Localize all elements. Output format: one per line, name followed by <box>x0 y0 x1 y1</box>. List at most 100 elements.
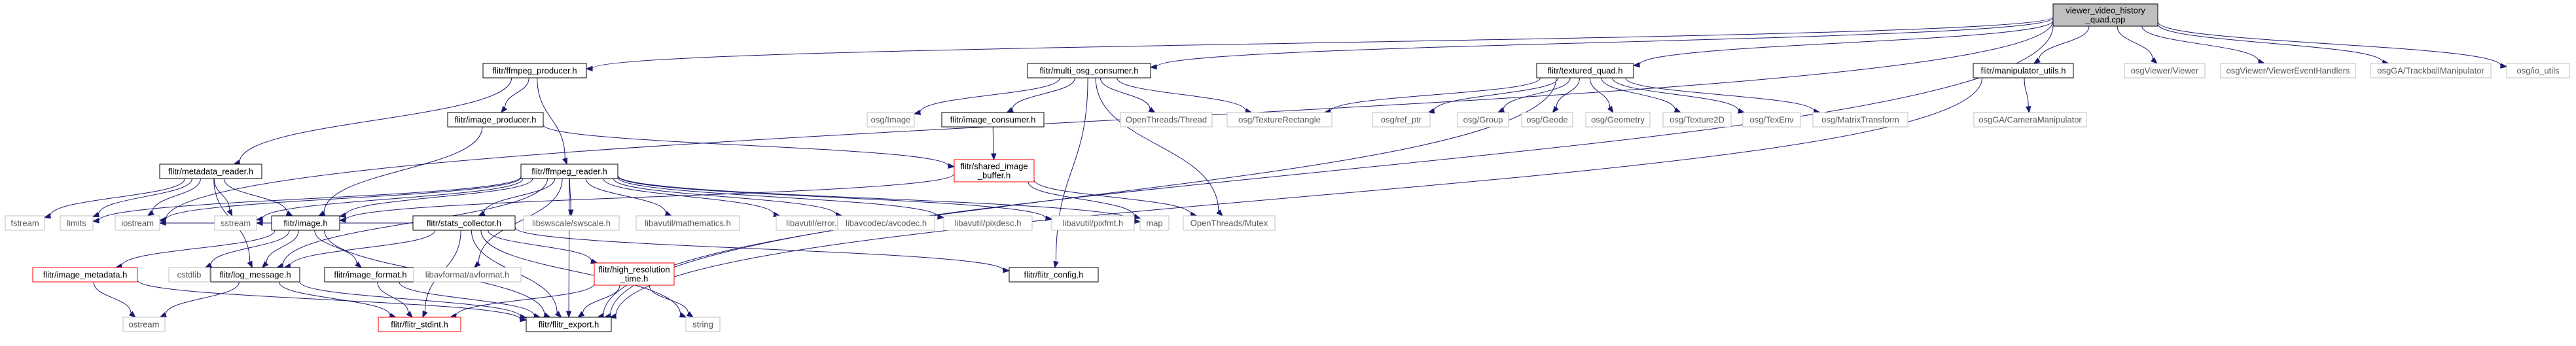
node-box <box>1027 63 1151 78</box>
node-root[interactable]: viewer_video_history_quad.cpp <box>2052 3 2158 27</box>
node-label: osg/Group <box>1463 115 1503 125</box>
edge-log_message-to-flitr_export <box>299 281 528 320</box>
node-box <box>2220 63 2356 78</box>
edge-stats_collector-to-high_resolution_time <box>488 230 598 264</box>
node-flitr-config[interactable]: flitr/flitr_config.h <box>1009 267 1099 283</box>
node-multi-osg-consumer[interactable]: flitr/multi_osg_consumer.h <box>1027 63 1151 78</box>
node-label: sstream <box>221 218 251 228</box>
node-label: OpenThreads/Mutex <box>1190 218 1268 228</box>
node-box <box>1226 112 1333 128</box>
node-label: libavutil/error.h <box>786 218 842 228</box>
edge-multi_osg_consumer-to-OpenThreads_Mutex <box>1095 77 1223 217</box>
edge-multi_osg_consumer-to-flitr_config <box>1053 77 1088 269</box>
node-osg-io-utils: osg/io_utils <box>2506 63 2570 78</box>
node-OpenThreads-Mutex: OpenThreads/Mutex <box>1183 215 1276 231</box>
node-label: _time.h <box>620 274 649 284</box>
node-metadata-reader[interactable]: flitr/metadata_reader.h <box>159 164 262 179</box>
node-map: map <box>1139 215 1170 231</box>
node-label: osg/MatrixTransform <box>1821 115 1899 125</box>
edge-shared_image_buffer-to-image <box>338 173 955 223</box>
edge-root-to-osgGA_Trackball <box>2157 24 2390 65</box>
node-label: osgGA/CameraManipulator <box>1978 115 2082 125</box>
node-label: _quad.cpp <box>2085 15 2126 25</box>
edge-high_resolution_time-to-flitr_stdint <box>449 283 595 319</box>
node-label: libavformat/avformat.h <box>425 270 510 280</box>
node-box <box>447 112 544 128</box>
edge-stats_collector-to-log_message <box>283 230 436 269</box>
node-osg-MatrixTransform: osg/MatrixTransform <box>1812 112 1908 128</box>
edge-log_message-to-flitr_stdint <box>278 281 397 319</box>
node-label: ostream <box>129 320 160 330</box>
node-box <box>1973 63 2074 78</box>
node-label: flitr/ffmpeg_reader.h <box>531 167 607 177</box>
edge-image_metadata-to-ostream <box>93 281 137 318</box>
node-box <box>685 317 721 332</box>
edge-shared_image_buffer-to-map <box>1028 181 1141 219</box>
node-label: flitr/flitr_export.h <box>539 320 599 330</box>
node-sstream: sstream <box>214 215 257 231</box>
edge-log_message-to-ostream <box>159 281 240 318</box>
node-box <box>413 267 522 283</box>
node-label: flitr/manipulator_utils.h <box>1980 66 2066 76</box>
node-label: osg/Texture2D <box>1670 115 1725 125</box>
edge-ffmpeg_reader-to-libavformat <box>473 178 563 268</box>
edge-root-to-textured_quad <box>1632 20 2054 68</box>
node-image-consumer[interactable]: flitr/image_consumer.h <box>941 112 1045 128</box>
edge-image-to-image_format <box>314 230 363 268</box>
node-label: flitr/multi_osg_consumer.h <box>1039 66 1138 76</box>
node-label: flitr/stats_collector.h <box>427 218 501 228</box>
node-label: flitr/image_producer.h <box>454 115 536 125</box>
node-osg-Geometry: osg/Geometry <box>1585 112 1651 128</box>
node-box <box>635 215 740 231</box>
node-shared-image-buffer[interactable]: flitr/shared_image_buffer.h <box>954 159 1035 182</box>
edge-root-to-osgViewer_Handlers <box>2141 26 2266 65</box>
node-log-message[interactable]: flitr/log_message.h <box>210 267 300 283</box>
node-libavutil-pixdesc: libavutil/pixdesc.h <box>943 215 1033 231</box>
node-flitr-stdint[interactable]: flitr/flitr_stdint.h <box>378 317 461 332</box>
node-image[interactable]: flitr/image.h <box>271 215 340 231</box>
edge-textured_quad-to-osg_MatrixTransform <box>1625 77 1821 114</box>
node-manipulator-utils[interactable]: flitr/manipulator_utils.h <box>1973 63 2074 78</box>
node-label: viewer_video_history <box>2066 6 2145 16</box>
node-box <box>1742 112 1801 128</box>
node-box <box>943 215 1033 231</box>
edge-ffmpeg_reader-to-libavutil_math <box>585 178 673 216</box>
edge-ffmpeg_reader-to-stats_collector <box>478 178 556 216</box>
node-label: osg/ref_ptr <box>1381 115 1422 125</box>
edge-high_resolution_time-to-string <box>649 285 694 318</box>
edge-ffmpeg_reader-to-libavutil_pixdesc <box>617 177 945 220</box>
node-image-producer[interactable]: flitr/image_producer.h <box>447 112 544 128</box>
node-label: flitr/image_consumer.h <box>950 115 1036 125</box>
node-label: osg/Geode <box>1526 115 1568 125</box>
node-ffmpeg-reader[interactable]: flitr/ffmpeg_reader.h <box>520 164 618 179</box>
node-box <box>594 262 675 286</box>
node-osg-ref-ptr: osg/ref_ptr <box>1372 112 1431 128</box>
node-box <box>1521 112 1573 128</box>
node-textured-quad[interactable]: flitr/textured_quad.h <box>1536 63 1634 78</box>
node-label: flitr/high_resolution <box>598 265 670 275</box>
node-osgViewer-Handlers: osgViewer/ViewerEventHandlers <box>2220 63 2356 78</box>
node-limits: limits <box>60 215 94 231</box>
node-image-metadata[interactable]: flitr/image_metadata.h <box>32 267 138 283</box>
edge-image_format-to-flitr_stdint <box>377 281 414 318</box>
node-label: string <box>692 320 713 330</box>
edge-textured_quad-to-osg_TexEnv <box>1612 77 1745 114</box>
node-ffmpeg-producer[interactable]: flitr/ffmpeg_producer.h <box>482 63 587 78</box>
node-label: osg/Image <box>871 115 911 125</box>
node-stats-collector[interactable]: flitr/stats_collector.h <box>412 215 516 231</box>
node-osg-Texture2D: osg/Texture2D <box>1662 112 1732 128</box>
node-box <box>2506 63 2570 78</box>
node-high-resolution-time[interactable]: flitr/high_resolution_time.h <box>594 262 675 286</box>
node-image-format[interactable]: flitr/image_format.h <box>324 267 417 283</box>
edge-image_producer-to-image <box>317 126 483 216</box>
node-box <box>210 267 300 283</box>
edge-root-to-ffmpeg_producer <box>585 16 2054 72</box>
node-label: libavutil/mathematics.h <box>645 218 731 228</box>
node-libavutil-math: libavutil/mathematics.h <box>635 215 740 231</box>
edge-image_consumer-to-shared_image_buffer <box>991 126 997 161</box>
node-OpenThreads-Thread: OpenThreads/Thread <box>1120 112 1213 128</box>
node-cstdlib: cstdlib <box>168 267 210 283</box>
node-flitr-export[interactable]: flitr/flitr_export.h <box>526 317 612 332</box>
edge-ffmpeg_reader-to-flitr_export <box>565 178 572 319</box>
node-iostream: iostream <box>115 215 160 231</box>
